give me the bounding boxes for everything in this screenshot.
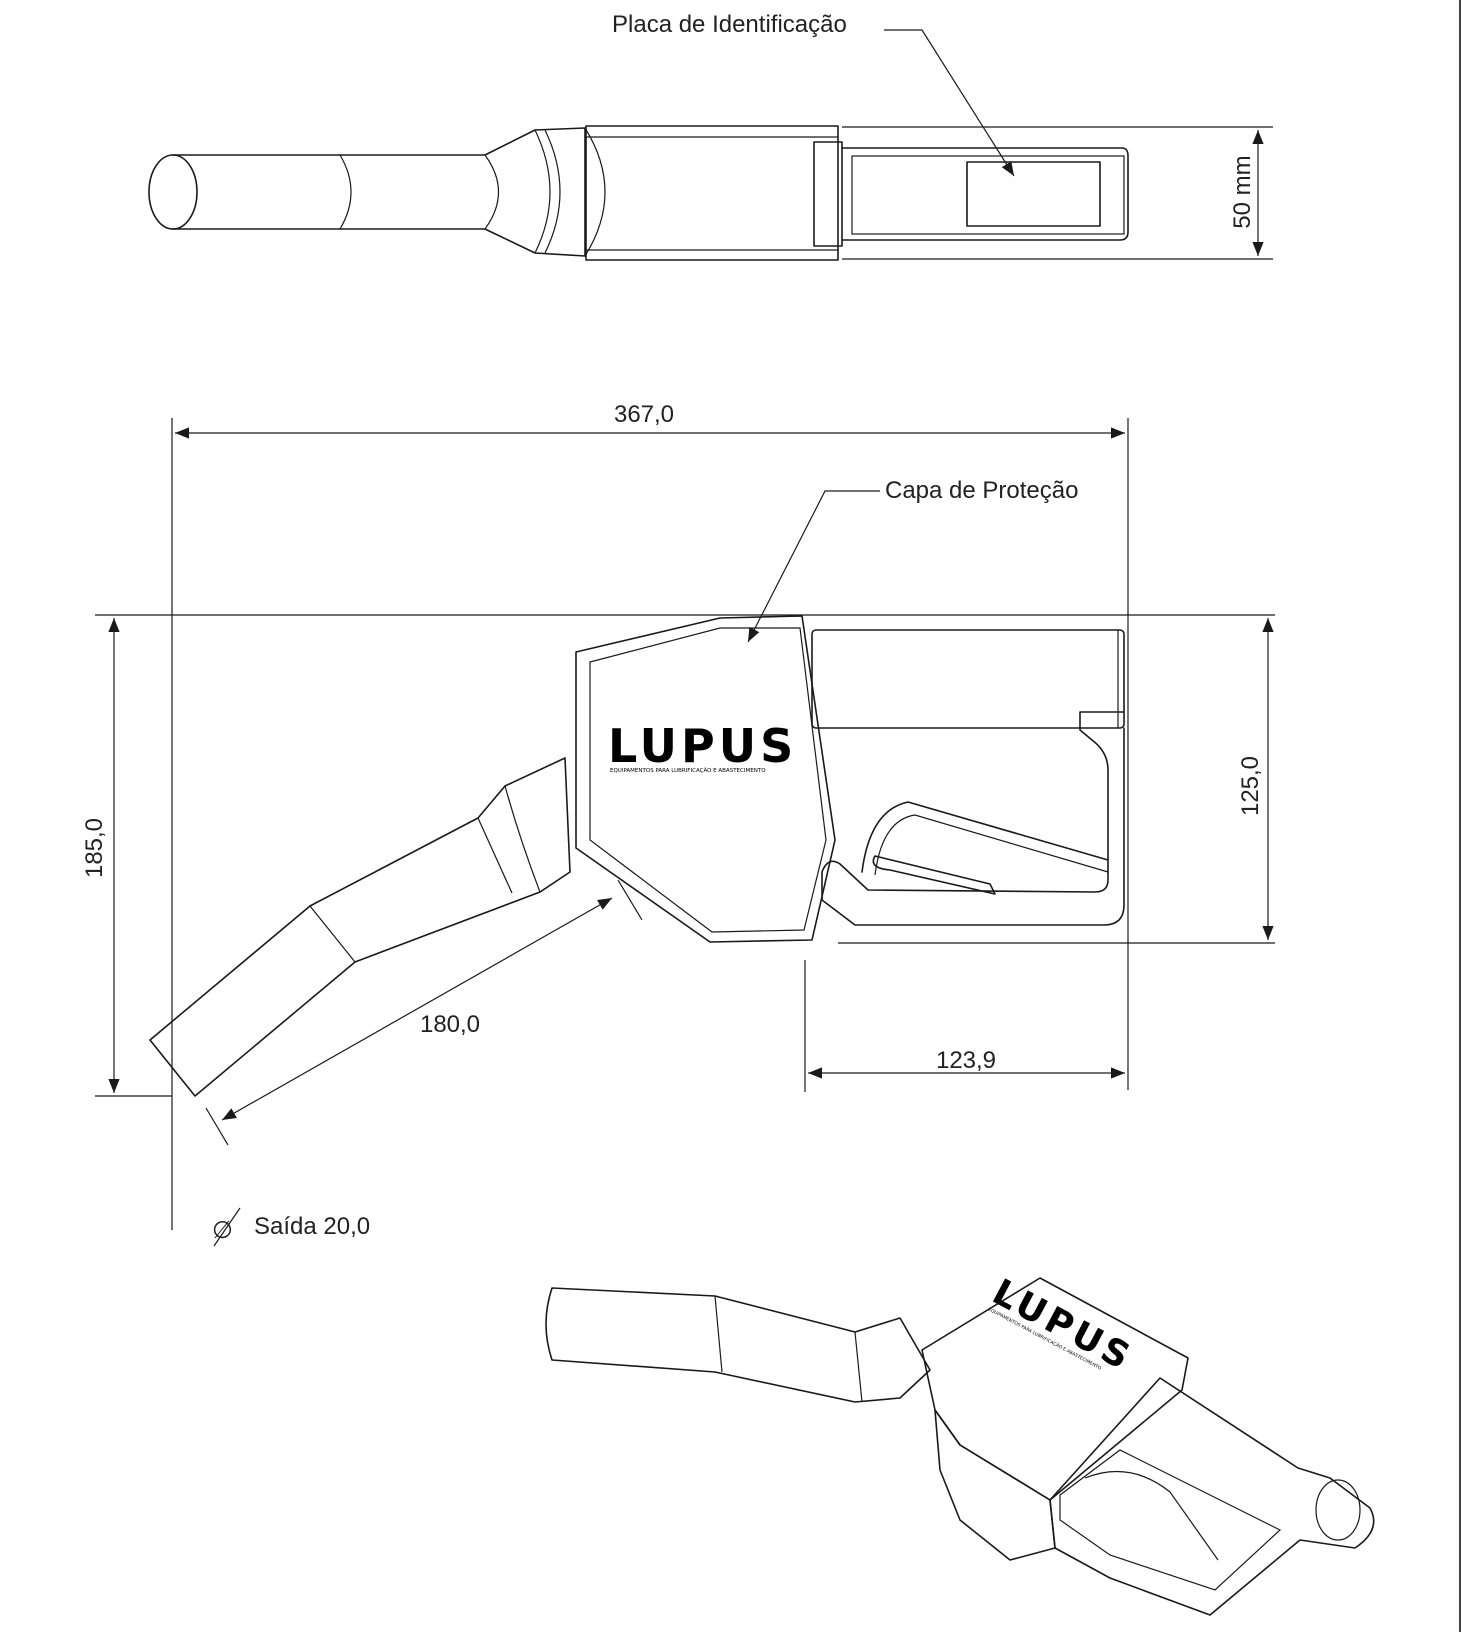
label-placa: Placa de Identificação	[612, 11, 847, 38]
label-50mm: 50 mm	[1229, 155, 1256, 228]
trigger-lever	[861, 801, 1109, 873]
iso-trigger	[1084, 1471, 1219, 1561]
label-367: 367,0	[614, 401, 674, 428]
body-collar	[813, 141, 843, 247]
label-123-9: 123,9	[936, 1047, 996, 1074]
label-capa: Capa de Proteção	[885, 477, 1078, 504]
body-side	[575, 615, 836, 943]
spout-ring	[339, 154, 352, 230]
identification-plate	[966, 161, 1101, 227]
handle-top-bar	[811, 629, 1125, 729]
spout-side	[149, 757, 571, 1097]
side-view	[95, 418, 1275, 1247]
logo-lupus-side: LUPUS	[608, 719, 797, 773]
label-180: 180,0	[420, 1011, 480, 1038]
spout-end-ellipse	[148, 154, 198, 230]
logo-tagline-side: EQUIPAMENTOS PARA LUBRIFICAÇÃO E ABASTEC…	[610, 767, 766, 774]
placa-leader	[884, 29, 1015, 177]
right-frame-border	[1459, 0, 1461, 1632]
label-185: 185,0	[81, 818, 108, 878]
iso-handle	[1049, 1377, 1375, 1616]
iso-body-front	[934, 1409, 1056, 1561]
trigger-guard	[821, 711, 1125, 926]
isometric-view	[545, 1277, 1375, 1616]
handle-top	[841, 147, 1129, 241]
iso-spout	[545, 1287, 931, 1403]
logo-lupus-iso: LUPUS	[986, 1272, 1140, 1380]
trigger-latch	[872, 855, 996, 895]
spout-tube	[172, 127, 586, 257]
dim-180-line	[221, 897, 613, 1121]
body-top	[585, 125, 839, 261]
capa-leader	[747, 490, 880, 643]
label-125: 125,0	[1237, 756, 1264, 816]
top-view	[148, 29, 1273, 261]
protection-cover	[589, 627, 827, 933]
outlet-diameter-symbol: ∅	[212, 1217, 233, 1244]
label-saida: Saída 20,0	[254, 1213, 370, 1240]
